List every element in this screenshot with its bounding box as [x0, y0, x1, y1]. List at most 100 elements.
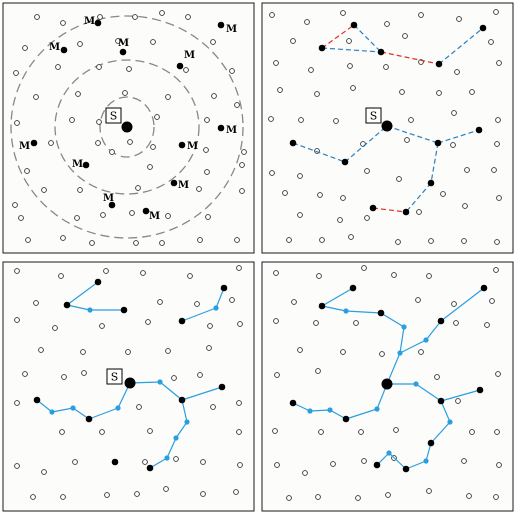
- idle-node: [75, 91, 81, 97]
- idle-node: [496, 60, 502, 66]
- idle-node: [239, 162, 245, 168]
- idle-node: [129, 210, 135, 216]
- accepted-link: [430, 421, 451, 444]
- active-node: [119, 48, 127, 56]
- idle-node: [489, 298, 495, 304]
- accepted-link: [88, 407, 119, 420]
- idle-node: [25, 237, 31, 243]
- idle-node: [125, 349, 131, 355]
- idle-node: [346, 38, 352, 44]
- idle-node: [494, 141, 500, 147]
- range-ring: [10, 15, 244, 239]
- relay-node: [164, 455, 170, 461]
- active-node: [480, 284, 488, 292]
- idle-node: [150, 144, 156, 150]
- accepted-link: [399, 339, 427, 354]
- relay-node: [115, 405, 121, 411]
- active-node: [178, 141, 186, 149]
- active-node: [63, 301, 71, 309]
- node-label: M: [149, 211, 160, 222]
- idle-node: [268, 116, 274, 122]
- active-node: [350, 21, 358, 29]
- idle-node: [434, 374, 440, 380]
- idle-node: [33, 300, 39, 306]
- idle-node: [269, 12, 275, 18]
- idle-node: [187, 273, 193, 279]
- relay-node: [413, 381, 419, 387]
- idle-node: [140, 270, 146, 276]
- active-node: [120, 306, 128, 314]
- idle-node: [364, 168, 370, 174]
- relay-node: [343, 308, 349, 314]
- relay-node: [49, 409, 55, 415]
- idle-node: [291, 299, 297, 305]
- active-node: [146, 464, 154, 472]
- idle-node: [14, 400, 20, 406]
- idle-node: [298, 117, 304, 123]
- idle-node: [204, 169, 210, 175]
- active-node: [30, 139, 38, 147]
- idle-node: [95, 140, 101, 146]
- idle-node: [415, 297, 421, 303]
- idle-node: [308, 67, 314, 73]
- idle-node: [74, 215, 80, 221]
- idle-node: [207, 323, 213, 329]
- accepted-link: [66, 304, 91, 311]
- idle-node: [22, 45, 28, 51]
- idle-node: [229, 297, 235, 303]
- idle-node: [273, 60, 279, 66]
- idle-node: [273, 270, 279, 276]
- idle-node: [314, 91, 320, 97]
- idle-node: [273, 318, 279, 324]
- relay-node: [401, 324, 407, 330]
- idle-node: [347, 63, 353, 69]
- idle-node: [395, 239, 401, 245]
- idle-node: [12, 202, 18, 208]
- idle-node: [418, 349, 424, 355]
- accepted-link: [345, 310, 382, 314]
- idle-node: [297, 212, 303, 218]
- nearest-link: [321, 47, 382, 53]
- rejected-link: [372, 207, 407, 213]
- accepted-link: [399, 326, 405, 354]
- active-node: [108, 201, 116, 209]
- relay-node: [374, 406, 380, 412]
- idle-node: [396, 176, 402, 182]
- nearest-link: [386, 125, 439, 144]
- idle-node: [159, 240, 165, 246]
- idle-node: [22, 371, 28, 377]
- idle-node: [461, 238, 467, 244]
- idle-node: [204, 117, 210, 123]
- source-label: S: [110, 110, 118, 123]
- panel-d: [261, 261, 514, 512]
- node-label: M: [178, 180, 189, 191]
- idle-node: [488, 39, 494, 45]
- accepted-link: [215, 287, 225, 309]
- idle-node: [315, 368, 321, 374]
- idle-node: [96, 119, 102, 125]
- idle-node: [330, 461, 336, 467]
- idle-node: [451, 110, 457, 116]
- idle-node: [115, 38, 121, 44]
- active-node: [318, 302, 326, 310]
- idle-node: [200, 459, 206, 465]
- idle-node: [418, 12, 424, 18]
- idle-node: [165, 348, 171, 354]
- idle-node: [491, 167, 497, 173]
- accepted-link: [309, 409, 331, 412]
- idle-node: [383, 64, 389, 70]
- idle-node: [104, 492, 110, 498]
- idle-node: [450, 142, 456, 148]
- active-node: [33, 396, 41, 404]
- idle-node: [241, 149, 247, 155]
- active-node: [437, 397, 445, 405]
- idle-node: [122, 90, 128, 96]
- idle-node: [464, 167, 470, 173]
- active-node: [85, 415, 93, 423]
- idle-node: [133, 240, 139, 246]
- accepted-link: [388, 452, 407, 470]
- active-node: [176, 62, 184, 70]
- relay-node: [327, 407, 333, 413]
- node-label: M: [226, 24, 237, 35]
- idle-node: [416, 209, 422, 215]
